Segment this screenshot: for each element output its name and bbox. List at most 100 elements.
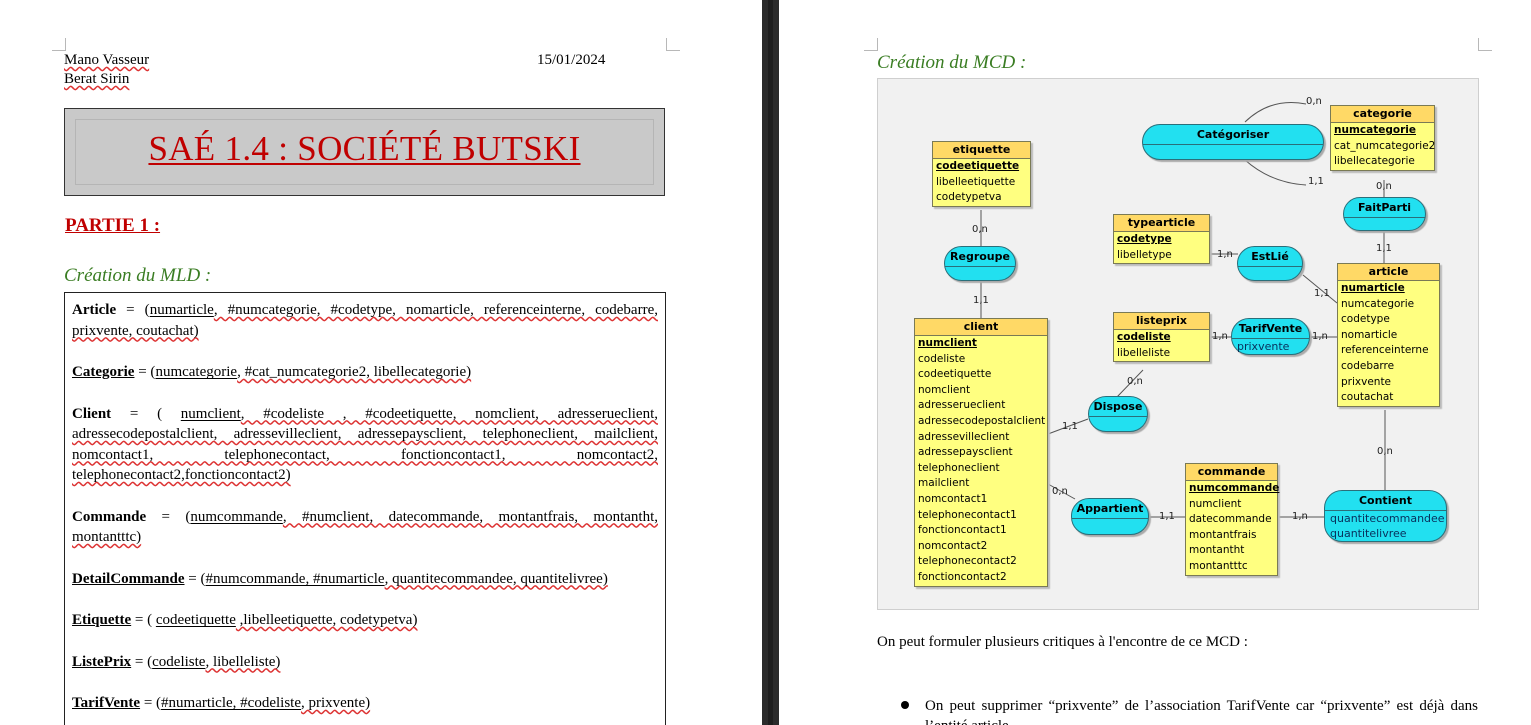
card-estlie-type: 1,n <box>1217 249 1233 260</box>
entity-title: article <box>1338 264 1439 281</box>
entity-field: numcategorie <box>1334 124 1416 136</box>
entity-field: codeliste <box>918 352 966 365</box>
right-page: Création du MCD : 0,n <box>779 0 1531 725</box>
link-estlie-article <box>1302 274 1338 304</box>
entity-client: client numclient codeliste codeetiquette… <box>914 318 1048 587</box>
entity-field: adressecodepostalclient <box>918 414 1046 427</box>
entity-field: numcategorie <box>1341 297 1415 310</box>
critique-intro: On peut formuler plusieurs critiques à l… <box>877 633 1248 652</box>
card-faitparti-bottom: 1,1 <box>1376 243 1392 254</box>
entity-field: coutachat <box>1341 391 1394 404</box>
link-listeprix-dispose <box>1116 369 1144 398</box>
entity-title: typearticle <box>1114 215 1209 232</box>
mld-detailcommande: DetailCommande = (#numcommande, #numarti… <box>72 569 658 590</box>
entity-title: categorie <box>1331 106 1434 123</box>
entity-field: codeetiquette <box>918 368 992 381</box>
bullet-dot <box>901 701 909 709</box>
card-dispose-client: 1,1 <box>1062 421 1078 432</box>
card-tarif-liste: 1,n <box>1212 331 1228 342</box>
entity-article: article numarticle numcategorie codetype… <box>1337 263 1440 407</box>
entity-field: referenceinterne <box>1341 344 1429 357</box>
mld-text: , quantitecommandee, quantitelivree) <box>384 570 608 587</box>
card-regroupe-client: 1,1 <box>973 295 989 306</box>
mld-section-heading: Création du MLD : <box>64 265 212 286</box>
association-estlie: EstLié <box>1237 246 1303 281</box>
association-contient: Contient quantitecommandee quantitelivre… <box>1324 490 1447 542</box>
entity-field: numclient <box>918 337 977 349</box>
mld-text: = ( <box>111 405 181 422</box>
mld-text: , #cat_numcategorie2, libellecategorie) <box>237 364 472 380</box>
mld-text: = ( <box>184 570 206 587</box>
entity-field: telephonecontact1 <box>918 508 1017 521</box>
card-etiq-regroupe: 0,n <box>972 224 988 235</box>
mld-table-name: TarifVente <box>72 695 141 711</box>
entity-field: fonctioncontact1 <box>918 524 1007 537</box>
mld-table-name: Article <box>72 302 117 318</box>
mld-key: codeliste <box>152 653 206 670</box>
association-tarifvente: TarifVente prixvente <box>1231 318 1310 355</box>
association-categoriser: Catégoriser <box>1142 124 1324 160</box>
entity-commande: commande numcommande numclient datecomma… <box>1185 463 1280 576</box>
card-appart-commande: 1,1 <box>1159 511 1175 522</box>
entity-field: libellecategorie <box>1334 155 1415 168</box>
entity-field: adresserueclient <box>918 399 1006 412</box>
card-contient-article: 0,n <box>1377 446 1393 457</box>
mld-text: = ( <box>116 302 150 318</box>
entity-field: datecommande <box>1189 513 1272 526</box>
mcd-links <box>980 101 1386 518</box>
association-regroupe: Regroupe <box>944 246 1016 281</box>
association-name: TarifVente <box>1232 319 1309 339</box>
association-name: FaitParti <box>1344 198 1425 218</box>
entity-title: client <box>915 319 1047 336</box>
author-name-1: Mano Vasseur <box>64 52 150 68</box>
entity-title: commande <box>1186 464 1277 481</box>
entity-field: adressevilleclient <box>918 430 1010 443</box>
entity-etiquette: etiquette codeetiquette libelleetiquette… <box>932 141 1031 207</box>
entity-title: listeprix <box>1114 313 1209 330</box>
title-banner-inner <box>75 119 654 185</box>
mld-table-name: DetailCommande <box>72 570 185 587</box>
critique-bullet-1: On peut supprimer “prixvente” de l’assoc… <box>925 698 1478 725</box>
entity-field: montantttc <box>1189 559 1248 572</box>
entity-field: nomcontact2 <box>918 539 988 552</box>
entity-field: codetype <box>1117 233 1172 245</box>
entity-listeprix: listeprix codeliste libelleliste <box>1113 312 1210 363</box>
card-dispose-liste: 0,n <box>1127 376 1143 387</box>
mld-listeprix: ListePrix = (codeliste, libelleliste) <box>72 652 658 673</box>
association-field: quantitecommandee <box>1330 512 1445 525</box>
association-name: EstLié <box>1238 247 1302 267</box>
entity-field: codebarre <box>1341 359 1395 372</box>
entity-field: numcommande <box>1189 482 1280 494</box>
entity-field: numclient <box>1189 497 1242 510</box>
entity-field: telephoneclient <box>918 461 1000 474</box>
entity-field: nomarticle <box>1341 328 1398 341</box>
mld-table-name: Categorie <box>72 364 135 380</box>
mld-key: numcommande <box>190 508 283 525</box>
entity-field: libelleetiquette <box>936 175 1016 188</box>
crop-mark <box>864 38 878 51</box>
entity-field: libelleliste <box>1117 346 1171 359</box>
entity-field: prixvente <box>1341 375 1392 388</box>
association-name: Catégoriser <box>1143 125 1323 145</box>
mld-text: , #numclient, datecommande, montantfrais… <box>72 508 658 546</box>
mld-text: = ( <box>140 695 162 711</box>
mld-text: , prixvente) <box>300 695 371 711</box>
mld-text: , #numcategorie, #codetype, nomarticle, … <box>72 302 658 339</box>
title-banner: SAÉ 1.4 : SOCIÉTÉ BUTSKI <box>64 108 665 196</box>
mld-key: #numcommande, #numarticle <box>205 570 385 587</box>
association-field: quantitelivree <box>1330 527 1407 540</box>
mld-text: = ( <box>134 364 156 380</box>
association-name: Regroupe <box>945 247 1015 267</box>
association-faitparti: FaitParti <box>1343 197 1426 231</box>
mld-text: = ( <box>131 612 156 628</box>
mld-text: ,libelleetiquette, codetypetva) <box>235 612 418 628</box>
critique-intro-text: On peut formuler plusieurs critiques à l… <box>877 634 1248 650</box>
card-tarif-article: 1,n <box>1312 331 1328 342</box>
mld-key: numcategorie <box>155 364 238 380</box>
document-title: SAÉ 1.4 : SOCIÉTÉ BUTSKI <box>148 129 581 168</box>
entity-field: telephonecontact2 <box>918 555 1017 568</box>
document-date: 15/01/2024 <box>537 52 606 68</box>
entity-field: numarticle <box>1341 282 1405 294</box>
entity-typearticle: typearticle codetype libelletype <box>1113 214 1210 265</box>
mld-article: Article = (numarticle, #numcategorie, #c… <box>72 300 658 341</box>
